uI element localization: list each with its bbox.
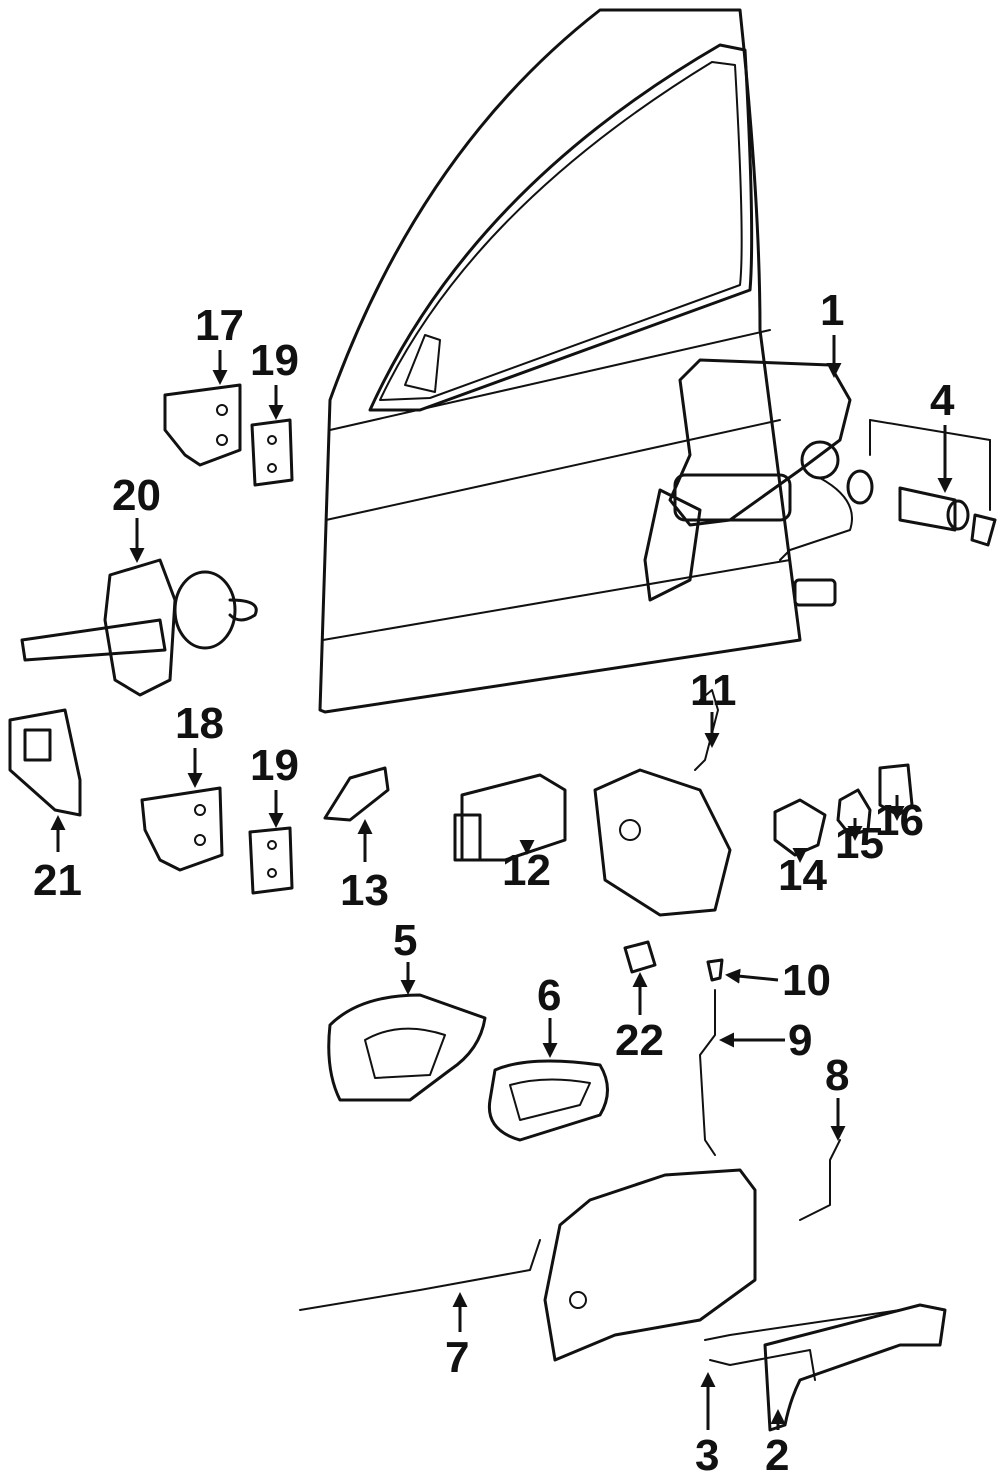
upper-hinge: [163, 383, 242, 467]
lower-hinge: [140, 786, 224, 872]
leader-10: [725, 968, 779, 984]
callout-9: 9: [788, 1016, 812, 1065]
callout-22: 22: [615, 1016, 664, 1065]
callout-19a: 19: [250, 336, 299, 385]
callout-10: 10: [782, 956, 831, 1005]
outside-handle-assembly: [643, 358, 853, 607]
door-check: [20, 558, 258, 697]
callout-12: 12: [502, 846, 551, 895]
callout-20: 20: [112, 471, 161, 520]
inside-handle-bezel: [327, 993, 487, 1102]
callout-7: 7: [445, 1333, 469, 1382]
callouts: 1 2 3 4 5 6 7 8 9 10 11 12 13 14 15 16 1: [33, 286, 955, 1475]
upper-hinge-shim: [250, 418, 294, 487]
callout-16: 16: [875, 796, 924, 845]
clip-15: [836, 788, 872, 837]
inside-handle-trim: [487, 1059, 609, 1142]
panel-bracket: [543, 1168, 757, 1362]
handle-rod-3: [704, 1309, 901, 1381]
callout-14: 14: [778, 851, 827, 900]
callout-8: 8: [825, 1051, 849, 1100]
lower-hinge-shim: [248, 826, 294, 895]
door-shell: [318, 8, 802, 714]
lock-actuator: [453, 773, 567, 862]
clip-14: [773, 798, 827, 857]
outside-handle: [763, 1303, 947, 1432]
callout-11: 11: [690, 666, 737, 715]
callout-1: 1: [820, 286, 844, 335]
lock-rod-8: [799, 1139, 841, 1221]
lock-cylinder: [846, 419, 997, 547]
rod-clip-10: [706, 958, 724, 982]
callout-21: 21: [33, 856, 82, 905]
callout-18: 18: [175, 699, 224, 748]
lock-rod-9: [699, 989, 716, 1156]
inside-handle-rod: [299, 1239, 541, 1311]
door-bumper: [323, 766, 390, 822]
callout-3: 3: [695, 1431, 719, 1475]
callout-5: 5: [393, 916, 417, 965]
hinge-cover: [8, 708, 82, 817]
callout-2: 2: [765, 1431, 789, 1475]
callout-13: 13: [340, 866, 389, 915]
bracket-22: [623, 940, 657, 974]
clip-16: [878, 763, 914, 817]
door-latch: [593, 689, 732, 917]
callout-4: 4: [930, 376, 955, 425]
callout-19b: 19: [250, 741, 299, 790]
callout-6: 6: [537, 971, 561, 1020]
callout-17: 17: [195, 301, 244, 350]
